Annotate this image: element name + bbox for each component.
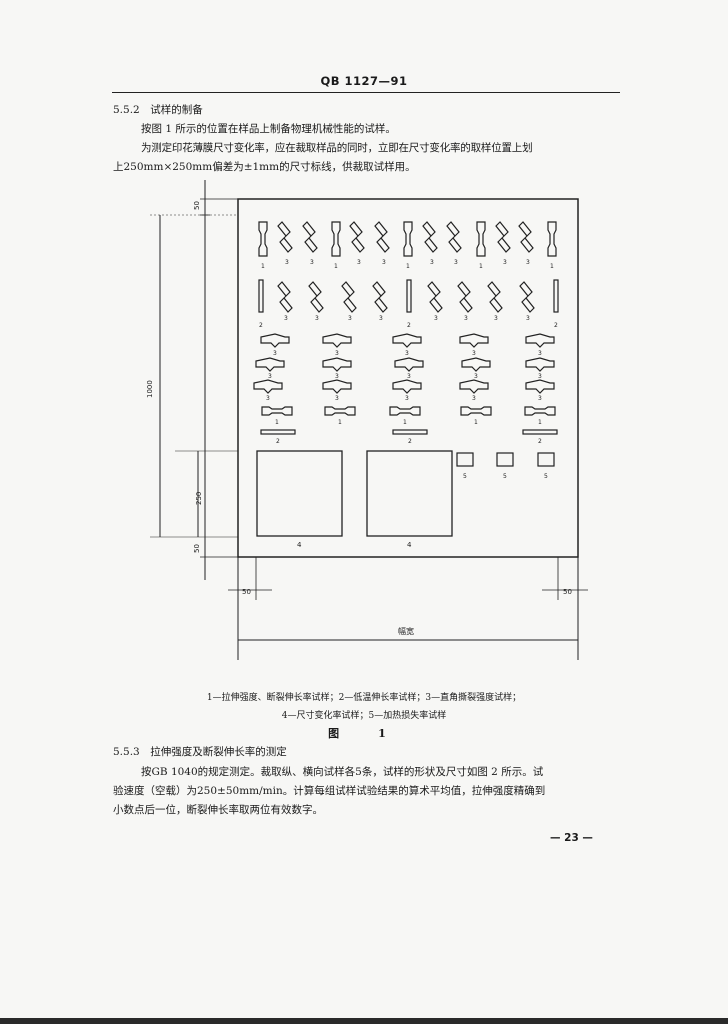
svg-text:3: 3 xyxy=(472,350,476,357)
svg-text:2: 2 xyxy=(554,322,558,329)
svg-text:3: 3 xyxy=(503,259,507,266)
figure-title: 图 1 xyxy=(328,727,400,740)
dim-top-margin-label: 50 xyxy=(193,201,201,210)
svg-text:3: 3 xyxy=(464,315,468,322)
row-2-specimens xyxy=(258,279,559,313)
svg-text:3: 3 xyxy=(379,315,383,322)
svg-text:3: 3 xyxy=(273,350,277,357)
svg-text:4: 4 xyxy=(407,541,412,549)
svg-text:1: 1 xyxy=(406,263,410,270)
svg-text:3: 3 xyxy=(335,395,339,402)
svg-text:1: 1 xyxy=(538,419,542,426)
scan-edge-bar xyxy=(0,1018,728,1024)
svg-text:1: 1 xyxy=(334,263,338,270)
svg-text:3: 3 xyxy=(538,350,542,357)
heat-loss-specimen-2 xyxy=(496,452,514,467)
svg-text:3: 3 xyxy=(382,259,386,266)
svg-text:1: 1 xyxy=(338,419,342,426)
svg-text:3: 3 xyxy=(348,315,352,322)
svg-text:1: 1 xyxy=(550,263,554,270)
section-5-5-2-heading: 5.5.2 试样的制备 xyxy=(113,104,203,116)
svg-text:2: 2 xyxy=(538,438,542,445)
svg-text:3: 3 xyxy=(538,395,542,402)
svg-text:1: 1 xyxy=(275,419,279,426)
svg-text:3: 3 xyxy=(405,395,409,402)
svg-text:2: 2 xyxy=(259,322,263,329)
section-5-5-3-line-3: 小数点后一位，断裂伸长率取两位有效数字。 xyxy=(113,804,323,816)
figure-caption-line-2: 4—尺寸变化率试样；5—加热损失率试样 xyxy=(281,711,447,721)
svg-text:3: 3 xyxy=(335,350,339,357)
svg-text:4: 4 xyxy=(297,541,302,549)
row-tensile-specimens xyxy=(261,406,556,416)
section-5-5-3-line-1: 按GB 1040的规定测定。裁取纵、横向试样各5条，试样的形状及尺寸如图 2 所… xyxy=(141,766,544,778)
svg-text:3: 3 xyxy=(538,373,542,380)
svg-text:3: 3 xyxy=(454,259,458,266)
figure-caption-line-1: 1—拉伸强度、断裂伸长率试样；2—低温伸长率试样；3—直角撕裂强度试样； xyxy=(206,693,522,703)
svg-text:3: 3 xyxy=(285,259,289,266)
size-change-specimen-1 xyxy=(256,450,343,537)
svg-text:1: 1 xyxy=(403,419,407,426)
svg-text:3: 3 xyxy=(266,395,270,402)
right-angle-tear-specimens xyxy=(253,333,555,394)
svg-text:3: 3 xyxy=(405,350,409,357)
width-label: 幅宽 xyxy=(398,626,414,636)
svg-text:5: 5 xyxy=(544,473,548,480)
page-number: — 23 — xyxy=(550,832,593,844)
svg-text:3: 3 xyxy=(526,315,530,322)
svg-text:3: 3 xyxy=(315,315,319,322)
svg-text:1: 1 xyxy=(474,419,478,426)
svg-text:5: 5 xyxy=(503,473,507,480)
svg-text:3: 3 xyxy=(474,373,478,380)
svg-text:1: 1 xyxy=(479,263,483,270)
section-5-5-2-line-2: 为测定印花薄膜尺寸变化率，应在裁取样品的同时，立即在尺寸变化率的取样位置上划 xyxy=(141,142,533,154)
svg-text:2: 2 xyxy=(276,438,280,445)
section-5-5-2-line-1: 按图 1 所示的位置在样品上制备物理机械性能的试样。 xyxy=(141,123,396,135)
svg-text:3: 3 xyxy=(472,395,476,402)
dim-length-label: 1000 xyxy=(146,380,154,398)
dim-bottom-margin-label: 50 xyxy=(193,544,201,553)
section-5-5-3-line-2: 验速度（空载）为250±50mm/min。计算每组试样试验结果的算术平均值，拉伸… xyxy=(113,785,546,797)
dim-left-edge-label: 50 xyxy=(242,588,251,596)
standard-code-header: QB 1127—91 xyxy=(320,74,408,88)
dim-square-label: 250 xyxy=(195,492,203,505)
svg-text:3: 3 xyxy=(357,259,361,266)
sample-sheet-outline xyxy=(237,198,579,558)
svg-text:3: 3 xyxy=(407,373,411,380)
svg-text:2: 2 xyxy=(407,322,411,329)
svg-text:3: 3 xyxy=(284,315,288,322)
header-rule xyxy=(112,92,620,93)
size-change-specimen-2 xyxy=(366,450,453,537)
row-1-specimens xyxy=(258,221,557,257)
svg-text:3: 3 xyxy=(268,373,272,380)
section-5-5-2-line-3: 上250mm×250mm偏差为±1mm的尺寸标线，供裁取试样用。 xyxy=(113,161,416,173)
dim-right-edge-label: 50 xyxy=(563,588,572,596)
svg-text:3: 3 xyxy=(494,315,498,322)
row-low-temp-strips xyxy=(260,429,558,435)
svg-text:3: 3 xyxy=(335,373,339,380)
svg-text:2: 2 xyxy=(408,438,412,445)
svg-text:1: 1 xyxy=(261,263,265,270)
svg-text:5: 5 xyxy=(463,473,467,480)
svg-text:3: 3 xyxy=(310,259,314,266)
heat-loss-specimen-3 xyxy=(537,452,555,467)
svg-text:3: 3 xyxy=(430,259,434,266)
svg-text:3: 3 xyxy=(434,315,438,322)
heat-loss-specimen-1 xyxy=(456,452,474,467)
svg-text:3: 3 xyxy=(526,259,530,266)
section-5-5-3-heading: 5.5.3 拉伸强度及断裂伸长率的测定 xyxy=(113,746,287,758)
